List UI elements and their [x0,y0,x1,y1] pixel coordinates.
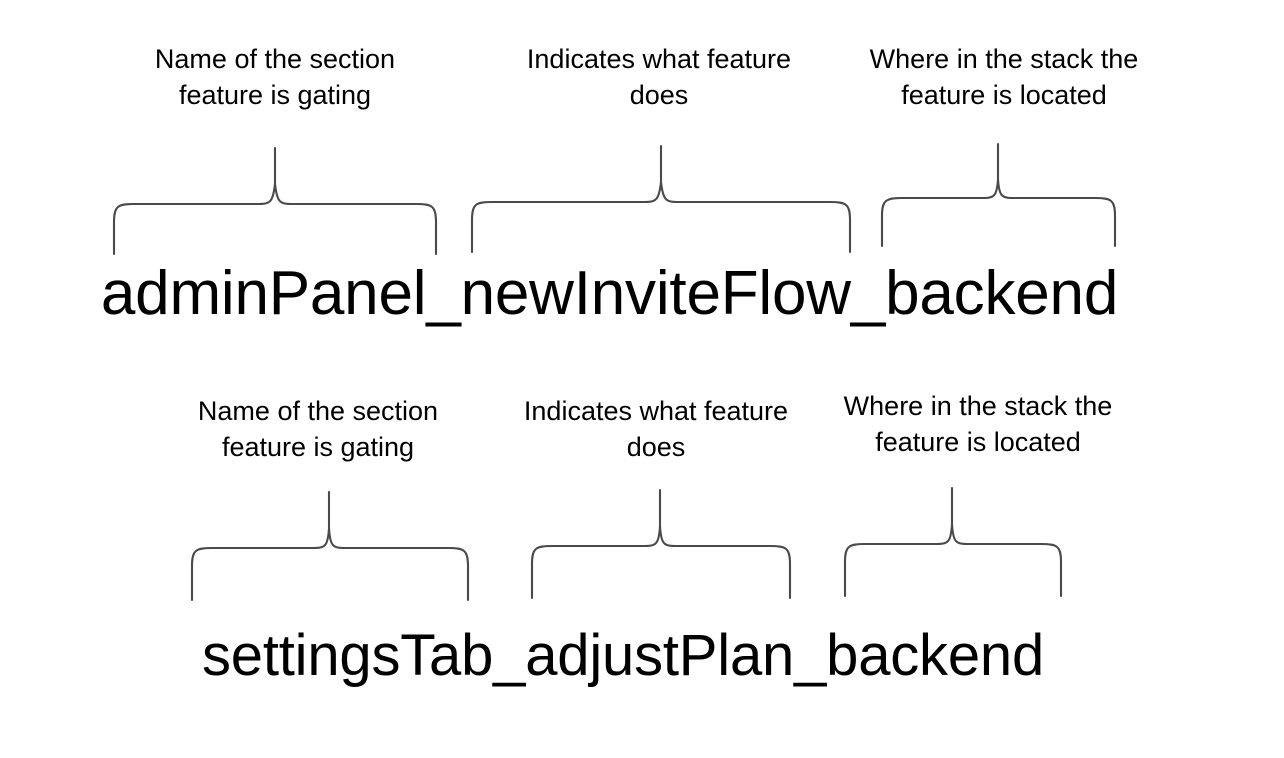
annotation-caption-feature-action: Indicates what feature does [526,44,792,110]
feature-flag-name-row2: settingsTab_adjustPlan_backend [201,623,1045,688]
curly-brace-icon [112,146,438,256]
curly-brace-icon [190,490,470,602]
annotation-caption-stack-location: Where in the stack the feature is locate… [869,44,1139,110]
annotation-caption-stack-location: Where in the stack the feature is locate… [843,391,1113,457]
annotation-caption-section-name: Name of the section feature is gating [154,44,396,110]
curly-brace-icon [530,488,792,600]
annotation-caption-feature-action: Indicates what feature does [523,396,789,462]
annotation-caption-section-name: Name of the section feature is gating [197,396,439,462]
feature-flag-name-row1: adminPanel_newInviteFlow_backend [100,259,1119,328]
curly-brace-icon [843,486,1063,598]
curly-brace-icon [470,144,852,254]
curly-brace-icon [880,142,1117,248]
